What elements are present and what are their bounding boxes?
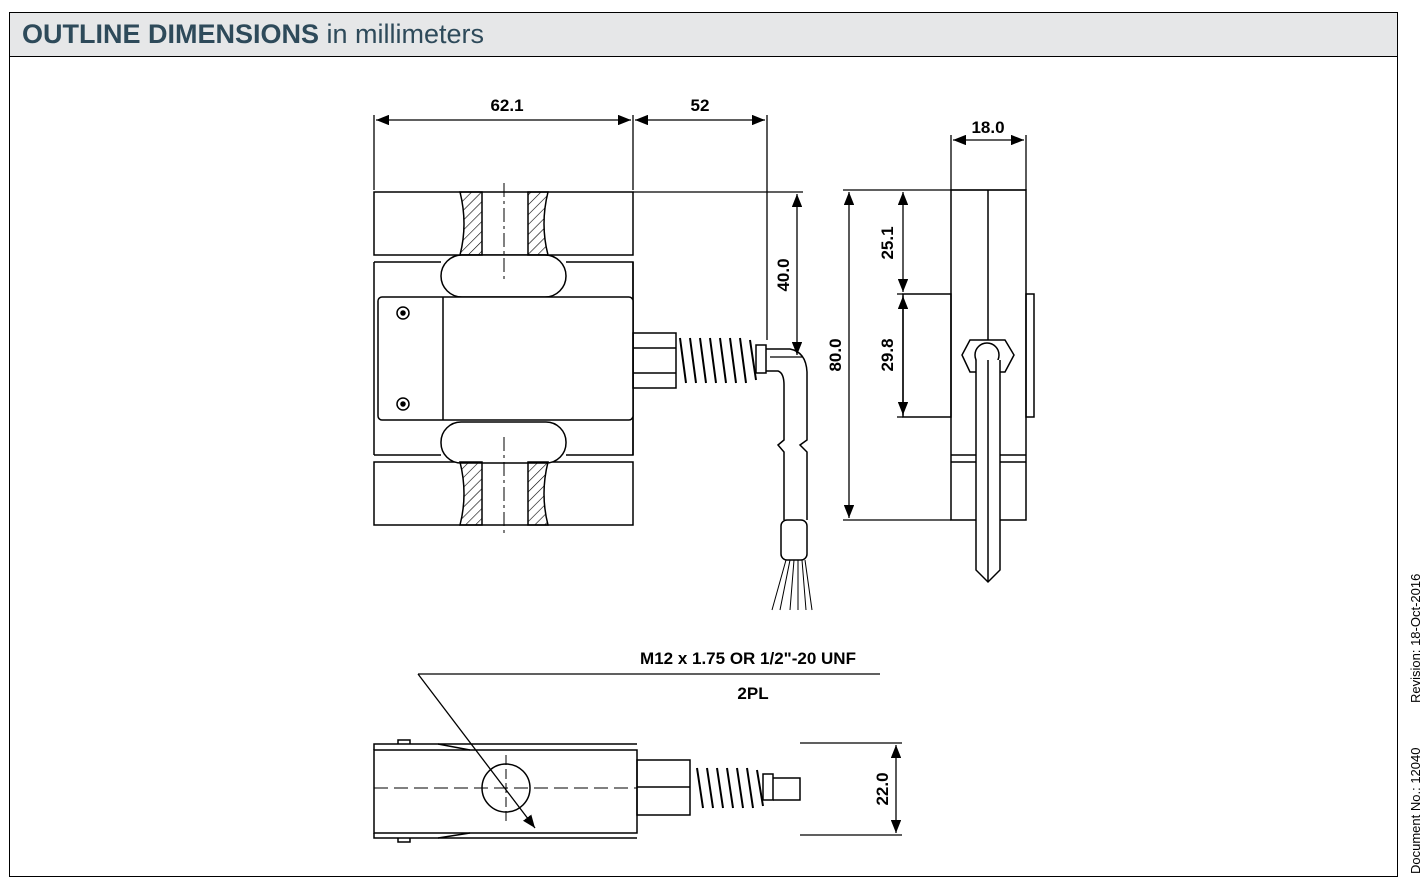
screw-icon: [396, 397, 410, 411]
drawing-frame: OUTLINE DIMENSIONS in millimeters: [9, 12, 1398, 877]
dimension-lines: [373, 114, 1027, 836]
thread-callout: M12 x 1.75 OR 1/2"-20 UNF: [640, 649, 856, 668]
dim-cable-length: 52: [691, 96, 710, 115]
dim-plate-height: 29.8: [878, 338, 897, 371]
dim-cable-height: 40.0: [774, 258, 793, 291]
dim-width-body: 62.1: [490, 96, 523, 115]
bottom-view: [373, 673, 880, 843]
side-view: [902, 189, 1035, 584]
front-view: [373, 183, 813, 611]
dim-thickness: 18.0: [971, 118, 1004, 137]
section-header: OUTLINE DIMENSIONS in millimeters: [10, 13, 1397, 57]
document-number: Document No.: 12040: [1408, 747, 1423, 874]
quantity-callout: 2PL: [737, 684, 768, 703]
revision-label: Revision: 18-Oct-2016: [1408, 573, 1423, 703]
title-units: in millimeters: [326, 19, 485, 49]
dim-height-total: 80.0: [826, 338, 845, 371]
dim-plate-offset: 25.1: [878, 226, 897, 259]
screw-icon: [396, 306, 410, 320]
section-title: OUTLINE DIMENSIONS in millimeters: [22, 19, 484, 50]
cable-spring: [679, 337, 757, 384]
cable-spring: [696, 767, 764, 809]
dim-bottom-width: 22.0: [873, 772, 892, 805]
title-bold: OUTLINE DIMENSIONS: [22, 19, 320, 49]
